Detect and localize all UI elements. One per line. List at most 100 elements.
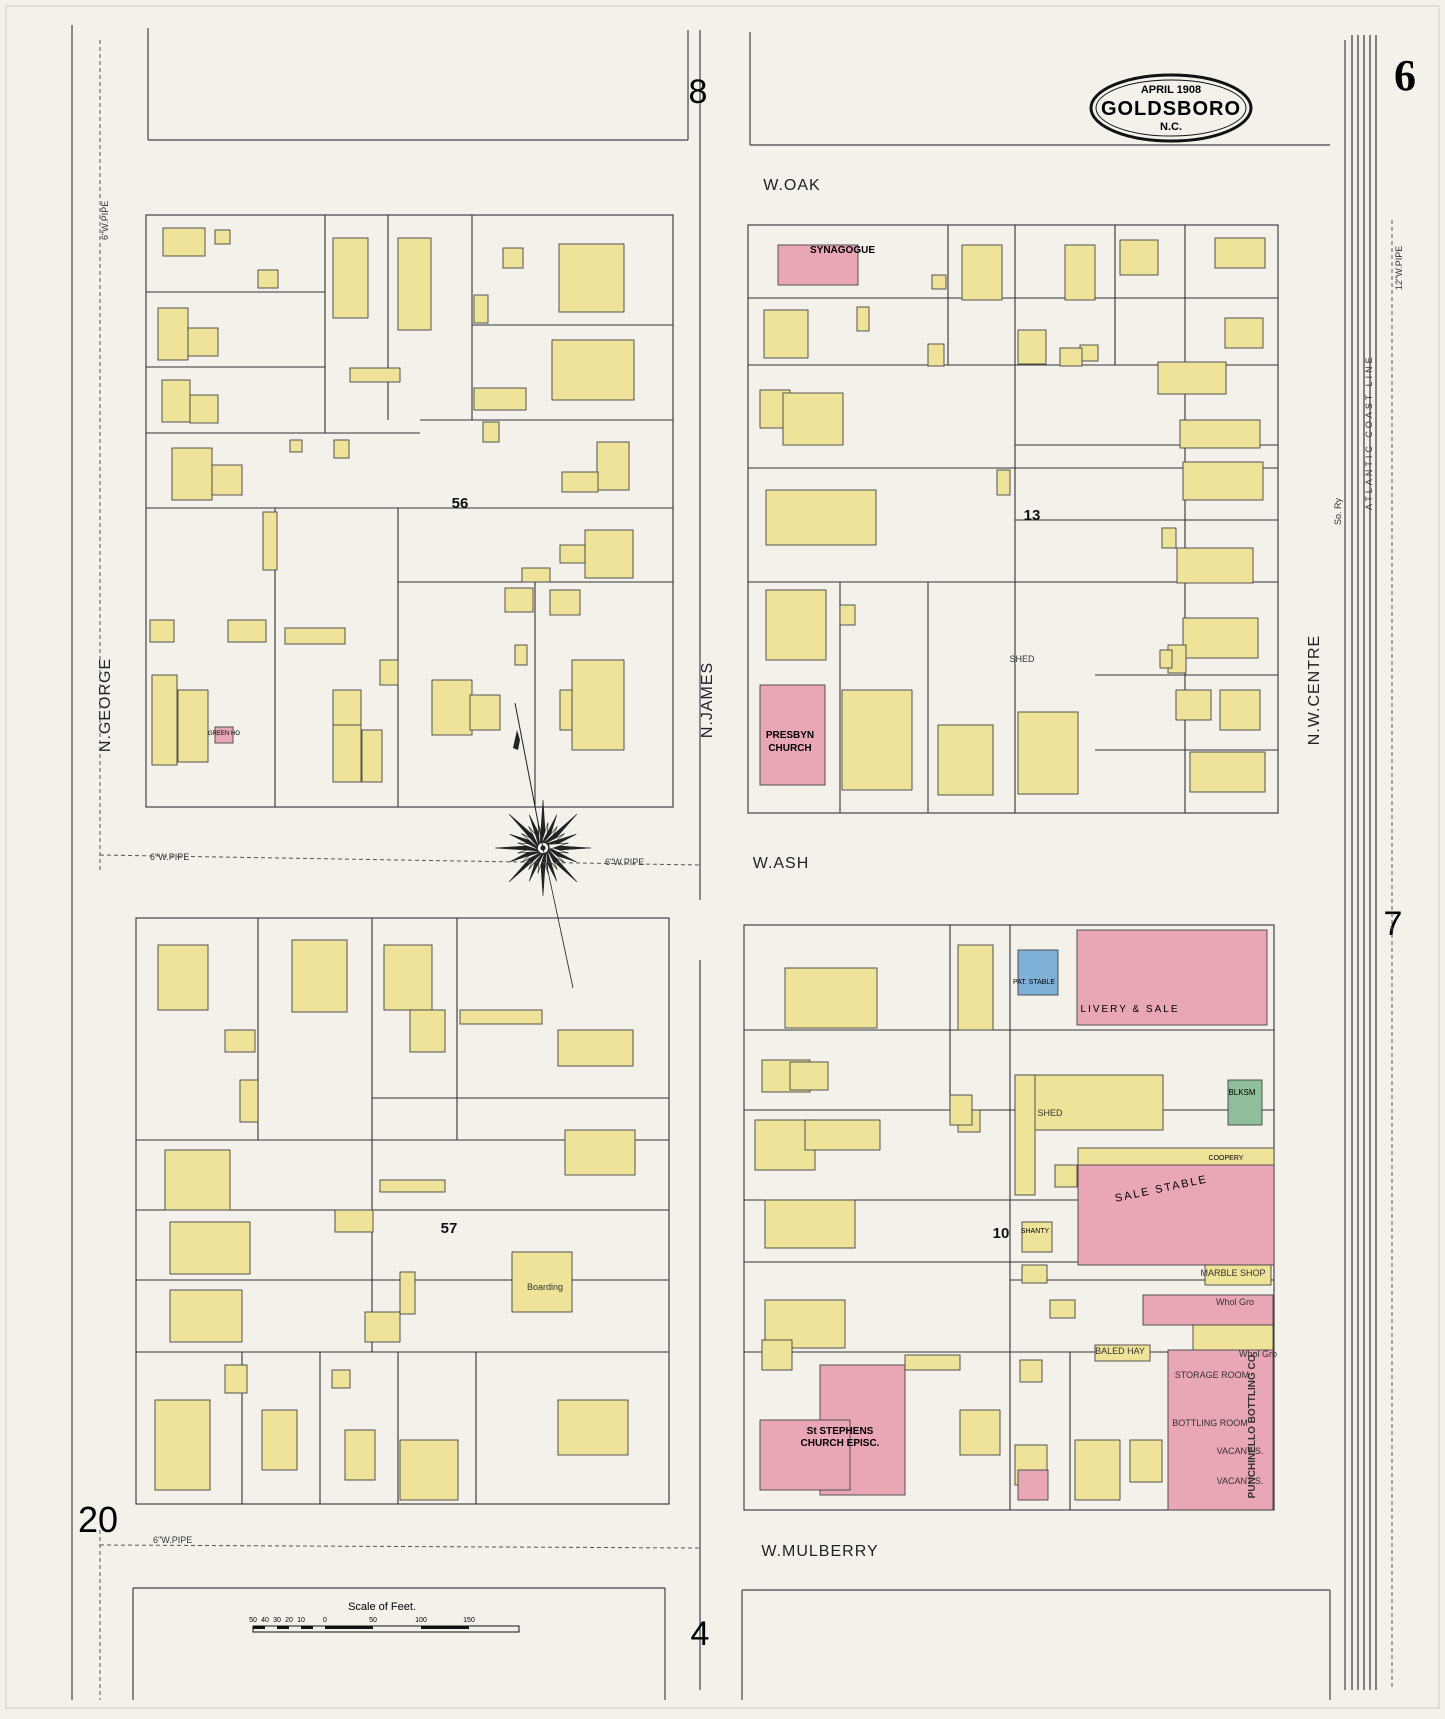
dwelling (558, 243, 625, 313)
dwelling (364, 1311, 401, 1343)
dwelling (937, 724, 994, 796)
dwelling (784, 967, 878, 1029)
dwelling (397, 237, 432, 331)
brick-building (777, 244, 859, 286)
label-st-stephens-church: CHURCH EPISC. (801, 1438, 880, 1449)
street-n-george: N.GEORGE (97, 658, 114, 752)
label-bottling-room: BOTTLING ROOM (1172, 1418, 1248, 1428)
brick-building (1017, 1469, 1049, 1501)
dwelling (211, 464, 243, 496)
dwelling (161, 379, 191, 423)
dwelling (949, 1094, 973, 1126)
dwelling (189, 394, 219, 424)
dwelling (1017, 329, 1047, 365)
dwelling (557, 1399, 629, 1456)
dwelling (332, 237, 369, 319)
label-livery: LIVERY & SALE (1080, 1004, 1179, 1015)
pipe-label-2: 6"W.PIPE (150, 852, 189, 862)
dwelling (763, 309, 809, 359)
scale-tick-label: 40 (261, 1617, 269, 1624)
label-coopery: COOPERY (1209, 1155, 1244, 1162)
dwelling (379, 1179, 446, 1193)
dwelling (1159, 649, 1173, 669)
dwelling (1019, 1359, 1043, 1383)
label-storage-room: STORAGE ROOM (1175, 1370, 1249, 1380)
block-number-56: 56 (452, 495, 469, 512)
brick-building (1076, 929, 1268, 1026)
adjacent-sheet-bottom: 4 (691, 1615, 710, 1653)
dwelling (549, 589, 581, 616)
title-city: GOLDSBORO (1101, 98, 1241, 120)
label-whol-gro-2: Whol Gro (1239, 1349, 1277, 1359)
pipe-label-3: 6"W.PIPE (605, 857, 644, 867)
dwelling (511, 1251, 573, 1313)
dwelling (1094, 1344, 1151, 1362)
pipe-label-4: 6"W.PIPE (153, 1535, 192, 1545)
label-presbyn: PRESBYN (766, 730, 814, 741)
dwelling (504, 587, 534, 613)
dwelling (1059, 347, 1083, 367)
dwelling (1079, 344, 1099, 362)
railroad-label-acl: ATLANTIC COAST LINE (1364, 354, 1374, 510)
label-blksm: BLKSM (1228, 1088, 1255, 1097)
scale-tick-label: 10 (297, 1617, 305, 1624)
dwelling (473, 387, 527, 411)
block-number-57: 57 (441, 1220, 458, 1237)
brick-building (759, 684, 826, 786)
dwelling (1017, 711, 1079, 795)
dwelling (502, 247, 524, 269)
dwelling (1175, 689, 1212, 721)
dwelling (1179, 419, 1261, 449)
dwelling (361, 729, 383, 783)
dwelling (332, 724, 362, 783)
dwelling (856, 306, 870, 332)
dwelling (1014, 1074, 1036, 1196)
dwelling (332, 689, 362, 726)
title-cartouche: APRIL 1908 GOLDSBORO N.C. (1089, 73, 1253, 143)
dwelling (1064, 244, 1096, 301)
dwelling (765, 589, 827, 661)
dwelling (761, 1339, 793, 1371)
street-lines (71, 25, 1346, 1700)
label-baled-hay: BALED HAY (1095, 1346, 1145, 1356)
dwelling (1129, 1439, 1163, 1483)
dwelling (1119, 239, 1159, 276)
dwelling (841, 689, 913, 791)
dwelling (157, 307, 189, 361)
dwelling (399, 1271, 416, 1315)
title-date: APRIL 1908 (1141, 84, 1201, 96)
dwelling (804, 1119, 881, 1151)
dwelling (187, 327, 219, 357)
dwelling (239, 1079, 259, 1123)
label-whol-gro: Whol Gro (1216, 1297, 1254, 1307)
dwelling (904, 1354, 961, 1371)
dwelling (1176, 547, 1254, 584)
dwelling (564, 1129, 636, 1176)
block-number-10: 10 (993, 1225, 1010, 1242)
dwelling (521, 567, 551, 583)
dwelling (379, 659, 399, 686)
brick-building (759, 1419, 851, 1491)
dwelling (409, 1009, 446, 1053)
dwelling (957, 944, 994, 1031)
dwelling (596, 441, 630, 491)
scale-label: Scale of Feet. (348, 1601, 416, 1613)
label-shed-2: SHED (1037, 1108, 1063, 1118)
dwelling (782, 392, 844, 446)
brick-building (1077, 1164, 1275, 1266)
dwelling (151, 674, 178, 766)
stone-building (1017, 949, 1059, 996)
scale-tick-label: 100 (415, 1617, 427, 1624)
dwelling (349, 367, 401, 383)
railroad-lines (1351, 35, 1377, 1690)
dwelling (1182, 461, 1264, 501)
dwelling (1049, 1299, 1076, 1319)
label-presbyn-church: CHURCH (768, 743, 811, 754)
street-w-mulberry: W.MULBERRY (761, 1543, 878, 1560)
dwelling (927, 343, 945, 367)
adjacent-sheet-left: 20 (78, 1499, 118, 1540)
dwelling (431, 679, 473, 736)
label-punchinello: PUNCHINELLO BOTTLING CO. (1247, 1351, 1258, 1498)
dwelling (149, 619, 175, 643)
dwelling (1224, 317, 1264, 349)
